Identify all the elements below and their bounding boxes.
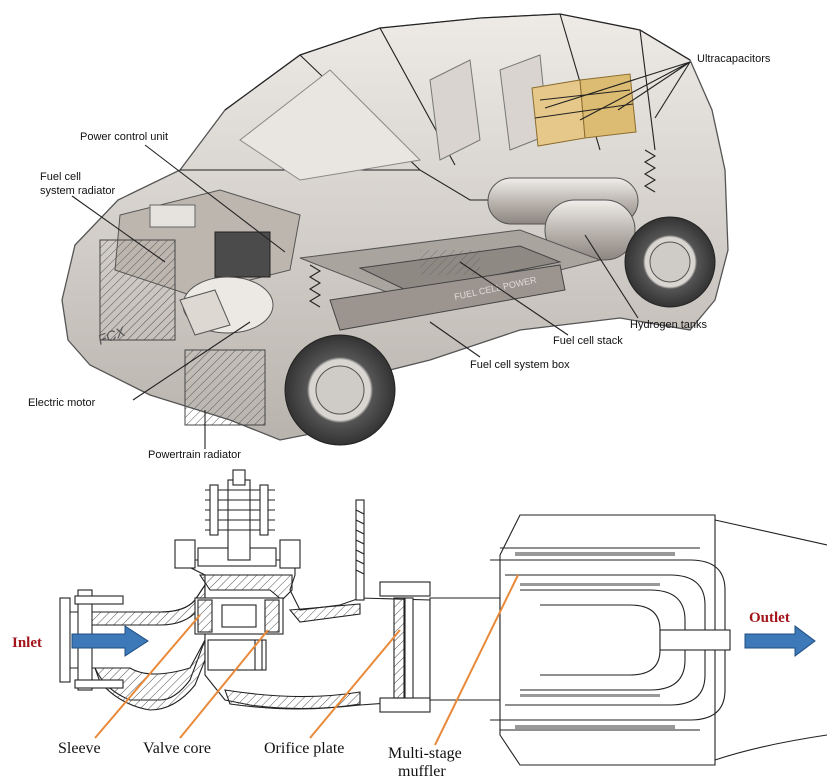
label-sleeve: Sleeve [58,740,101,757]
flow-arrows [71,625,816,657]
multi-stage-muffler [499,514,716,766]
fuel-cell-system-radiator [99,239,176,341]
car-leader-lines [71,61,691,449]
fuel-cell-system-box: FUEL CELL POWER [329,264,566,331]
power-control-unit-box [214,231,271,278]
fuel-cell-stack [299,229,602,306]
label-muffler-line1: Multi-stage [388,745,462,762]
label-fuel-cell-radiator-line1: Fuel cell [40,171,81,183]
hydrogen-tanks [487,177,639,261]
label-muffler-line2: muffler [398,763,446,780]
label-fuel-cell-system-box: Fuel cell system box [470,359,570,371]
label-fuel-cell-radiator-line2: system radiator [40,185,116,197]
inlet-flow-arrow [71,625,149,657]
outlet-flow-arrow [744,625,816,657]
label-outlet: Outlet [749,610,790,626]
exhaust-bell [714,519,827,761]
label-powertrain-radiator: Powertrain radiator [148,449,241,461]
label-electric-motor: Electric motor [28,397,96,409]
orifice-plate [393,597,405,699]
label-ultracapacitors: Ultracapacitors [697,53,771,65]
label-hydrogen-tanks: Hydrogen tanks [630,319,708,331]
label-fuel-cell-stack: Fuel cell stack [553,335,623,347]
valve-muffler-section [59,469,827,766]
label-valve-core: Valve core [143,740,211,757]
label-inlet: Inlet [12,635,42,651]
valve-leader-lines [94,574,519,746]
powertrain-radiator [184,349,266,426]
ultracapacitor-modules [531,73,637,147]
label-power-control-unit: Power control unit [80,131,168,143]
fcx-car-cutaway: FUEL CELL POWER FCX [61,13,729,446]
label-orifice-plate: Orifice plate [264,740,344,757]
